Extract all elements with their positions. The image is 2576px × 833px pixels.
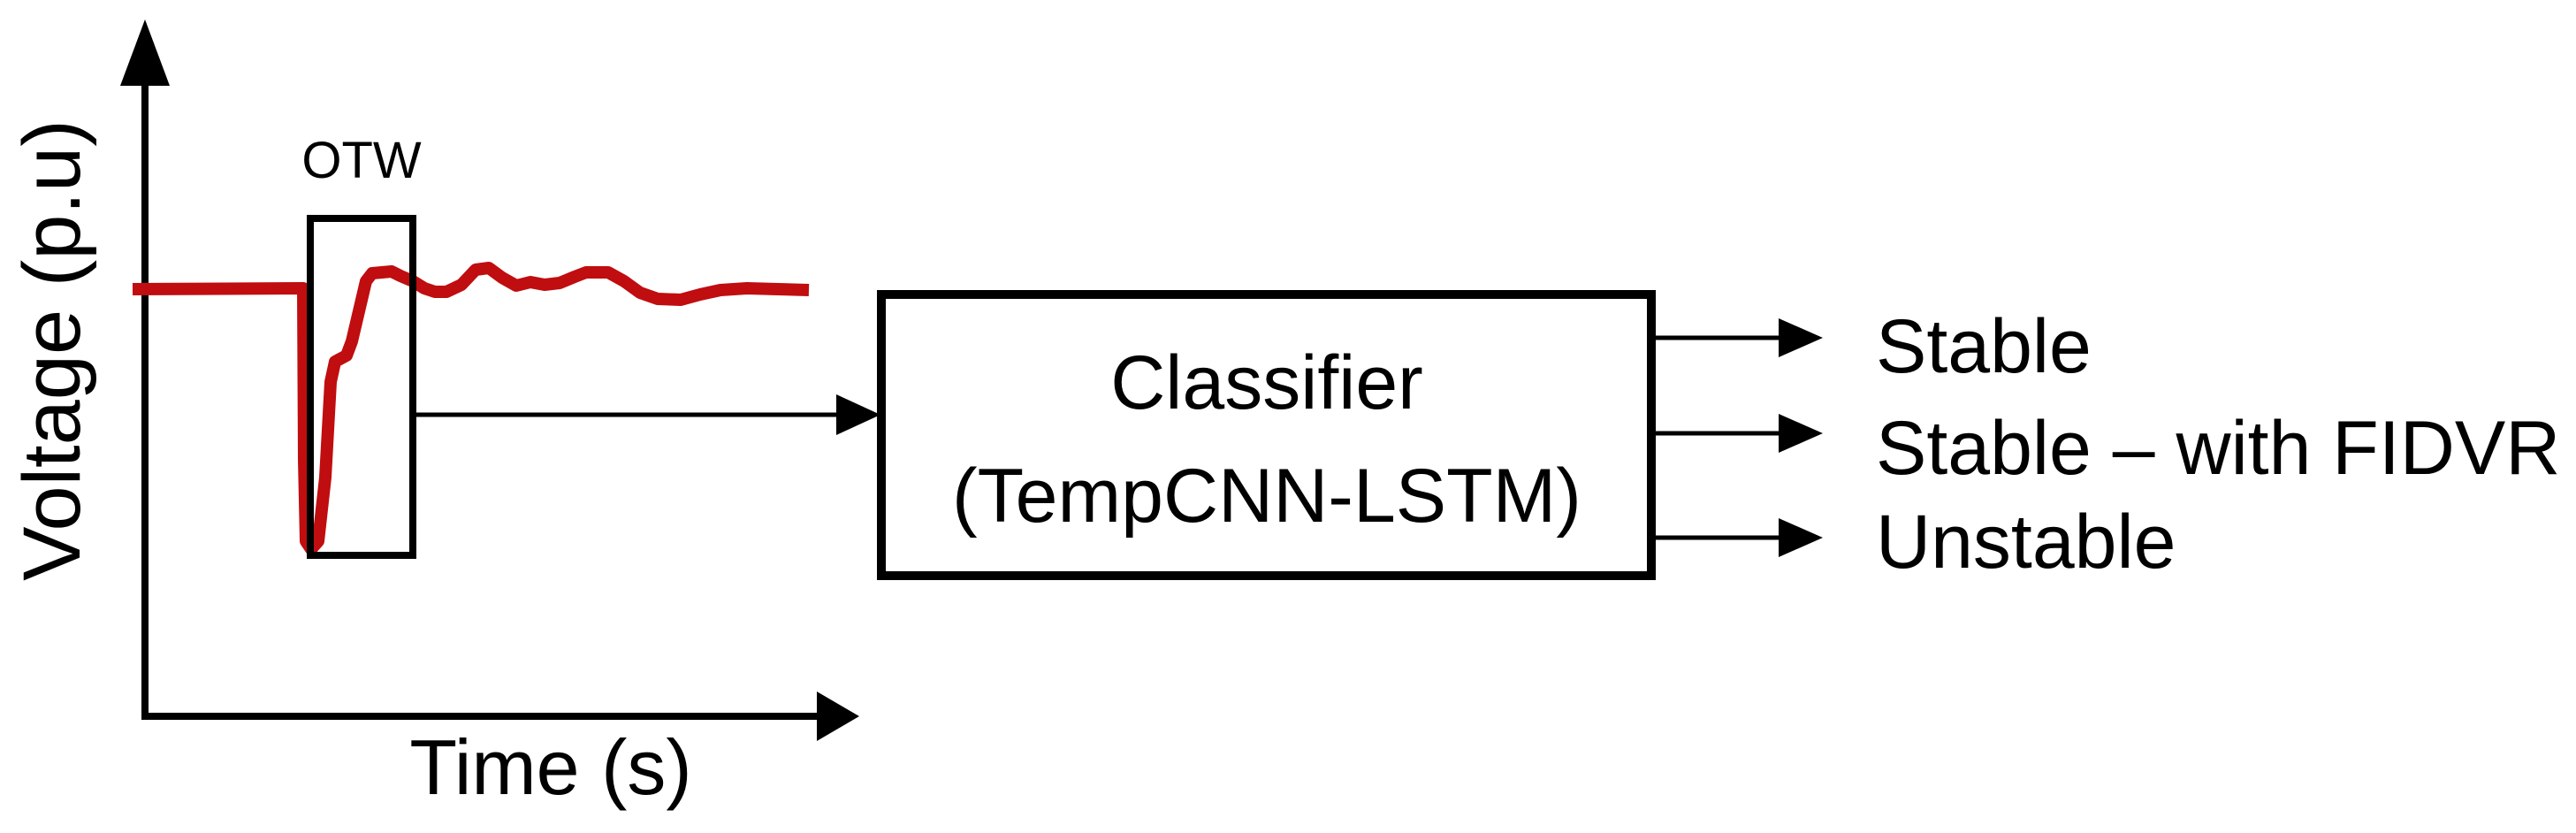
output-stable-label: Stable xyxy=(1876,304,2092,389)
output-unstable: Unstable xyxy=(1651,500,2176,585)
otw-to-classifier-arrow xyxy=(413,394,880,435)
x-axis-arrowhead-icon xyxy=(817,692,859,741)
output-stable-with-fidvr-label: Stable – with FIDVR xyxy=(1876,406,2560,491)
y-axis-label: Voltage (p.u) xyxy=(7,119,97,581)
output-stable: Stable xyxy=(1651,304,2092,389)
otw-label: OTW xyxy=(301,132,422,189)
classifier-box: Classifier (TempCNN-LSTM) xyxy=(877,290,1656,580)
output-stable-with-fidvr: Stable – with FIDVR xyxy=(1651,406,2560,491)
output-stable-with-fidvr-arrowhead-icon xyxy=(1779,414,1823,453)
connector-arrowhead-icon xyxy=(836,394,880,435)
y-axis-arrowhead-icon xyxy=(120,19,170,86)
output-unstable-label: Unstable xyxy=(1876,500,2176,585)
voltage-curve xyxy=(132,262,810,555)
x-axis-label: Time (s) xyxy=(409,723,691,811)
otw-window-rect xyxy=(307,215,416,559)
output-unstable-arrowhead-icon xyxy=(1779,518,1823,557)
voltage-time-plot: Voltage (p.u) Time (s) OTW xyxy=(7,19,859,811)
classifier-title: Classifier xyxy=(1110,340,1423,425)
output-stable-arrowhead-icon xyxy=(1779,318,1823,357)
classifier-subtitle: (TempCNN-LSTM) xyxy=(952,454,1581,539)
